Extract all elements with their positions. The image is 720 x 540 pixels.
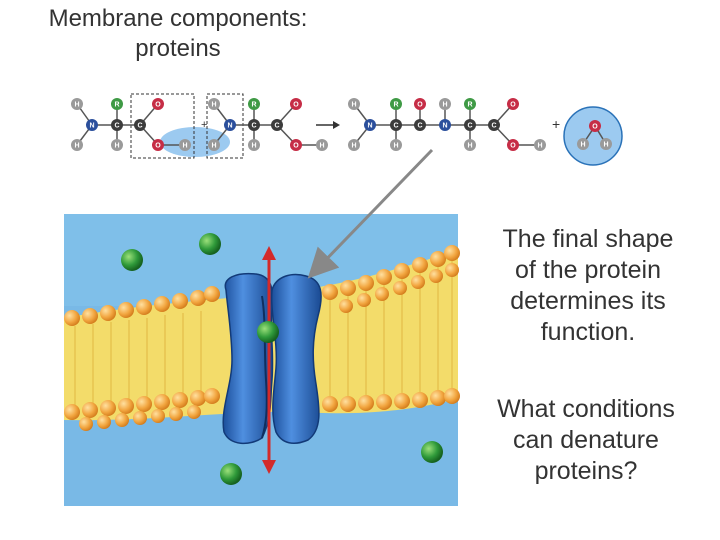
svg-text:H: H xyxy=(251,143,256,150)
svg-text:H: H xyxy=(467,143,472,150)
svg-text:R: R xyxy=(393,102,398,109)
svg-text:O: O xyxy=(293,143,299,150)
svg-text:O: O xyxy=(155,102,161,109)
dipeptide-product: H N H C H R C O N H C R H C O O H xyxy=(348,98,546,151)
lipid-heads-lower xyxy=(64,388,460,431)
svg-text:H: H xyxy=(537,143,542,150)
svg-text:N: N xyxy=(442,123,447,130)
protein-shape-text: The final shape of the protein determine… xyxy=(502,225,674,346)
svg-text:H: H xyxy=(351,143,356,150)
svg-text:H: H xyxy=(74,143,79,150)
svg-text:R: R xyxy=(467,102,472,109)
amino-acid-2: H N H C H R C O O H xyxy=(208,98,328,151)
svg-text:H: H xyxy=(351,102,356,109)
svg-text:R: R xyxy=(251,102,256,109)
plus-sign-left: + xyxy=(201,119,207,131)
pointer-arrow-icon xyxy=(307,148,434,279)
svg-text:C: C xyxy=(251,123,256,130)
slide-title: Membrane components: proteins xyxy=(48,5,308,62)
svg-text:H: H xyxy=(182,143,187,150)
svg-text:H: H xyxy=(603,142,608,149)
svg-text:H: H xyxy=(442,102,447,109)
denature-question-text: What conditions can denature proteins? xyxy=(497,395,675,485)
svg-text:N: N xyxy=(367,123,372,130)
ion-sphere xyxy=(421,441,443,463)
svg-text:O: O xyxy=(510,102,516,109)
channel-protein xyxy=(222,272,322,445)
dashed-box-right xyxy=(206,93,244,159)
svg-text:H: H xyxy=(319,143,324,150)
svg-text:H: H xyxy=(393,143,398,150)
svg-text:R: R xyxy=(114,102,119,109)
svg-text:C: C xyxy=(491,123,496,130)
ion-sphere xyxy=(121,249,143,271)
svg-text:N: N xyxy=(89,123,94,130)
svg-text:O: O xyxy=(293,102,299,109)
ion-sphere xyxy=(199,233,221,255)
svg-text:O: O xyxy=(592,124,598,131)
svg-text:O: O xyxy=(510,143,516,150)
plus-sign-right: + xyxy=(552,116,560,132)
svg-text:C: C xyxy=(467,123,472,130)
dehydration-reaction: H N H C H R C O O H + H N H C H R C O O … xyxy=(60,72,623,192)
membrane-illustration xyxy=(64,214,460,506)
water-removal-highlight xyxy=(160,127,230,157)
lipid-heads-upper xyxy=(64,245,460,326)
lipid-tails xyxy=(74,258,453,406)
svg-text:H: H xyxy=(114,143,119,150)
svg-text:N: N xyxy=(227,123,232,130)
svg-text:C: C xyxy=(114,123,119,130)
svg-text:H: H xyxy=(580,142,585,149)
amino-acid-1: H N H C H R C O O H xyxy=(71,98,191,151)
transport-arrow-icon xyxy=(262,246,276,474)
svg-text:C: C xyxy=(137,123,142,130)
ion-sphere xyxy=(220,463,242,485)
ion-sphere xyxy=(257,321,279,343)
svg-text:H: H xyxy=(74,102,79,109)
dashed-box-left xyxy=(130,93,195,159)
svg-text:O: O xyxy=(417,102,423,109)
svg-text:H: H xyxy=(211,102,216,109)
water-molecule: O H H xyxy=(563,106,623,166)
svg-text:C: C xyxy=(274,123,279,130)
svg-text:C: C xyxy=(417,123,422,130)
svg-text:H: H xyxy=(211,143,216,150)
svg-text:C: C xyxy=(393,123,398,130)
svg-text:O: O xyxy=(155,143,161,150)
